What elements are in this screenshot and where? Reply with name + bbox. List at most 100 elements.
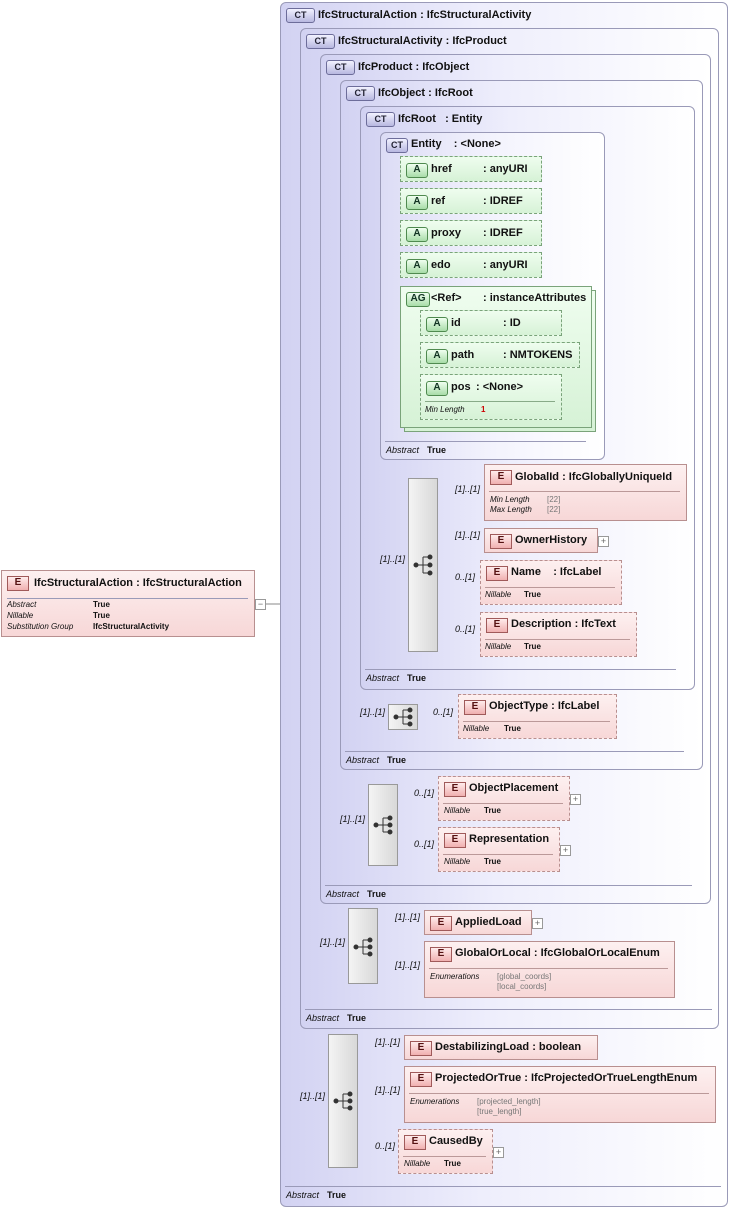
element-destabilizingload[interactable]: E DestabilizingLoad : boolean [404, 1035, 598, 1060]
element-icon: E [404, 1135, 426, 1150]
collapse-icon[interactable]: − [255, 599, 266, 610]
expand-icon[interactable]: + [560, 845, 571, 856]
attribute-type: : <None> [476, 381, 524, 393]
attribute-group-icon: AG [406, 292, 430, 307]
enum-value: [projected_length] [477, 1097, 541, 1106]
prop-nillable-label: Nillable [404, 1159, 431, 1168]
attribute-icon: A [426, 381, 448, 396]
prop-subst-label: Substitution Group [7, 622, 74, 631]
prop-minlength-label: Min Length [490, 495, 530, 504]
attribute-ref[interactable]: A ref : IDREF [400, 188, 542, 214]
element-icon: E [464, 700, 486, 715]
type-base: : IfcProduct [445, 35, 507, 47]
cardinality-label: [1]..[1] [375, 1037, 401, 1047]
element-name: ProjectedOrTrue [435, 1072, 522, 1084]
abstract-label: Abstract [326, 889, 360, 899]
abstract-value: True [367, 889, 387, 899]
type-base: : <None> [453, 138, 501, 150]
prop-nillable-value: True [524, 642, 541, 651]
sequence-compositor-ifcroot[interactable] [408, 478, 438, 652]
prop-minlength-value: [22] [547, 495, 561, 504]
element-globalid[interactable]: E GlobalId : IfcGloballyUniqueId Min Len… [484, 464, 687, 521]
prop-nillable-label: Nillable [485, 642, 512, 651]
abstract-label: Abstract [386, 445, 420, 455]
element-name: ObjectPlacement [469, 782, 559, 794]
type-name: IfcStructuralActivity [338, 35, 443, 47]
root-type: : IfcStructuralAction [136, 577, 242, 589]
expand-icon[interactable]: + [493, 1147, 504, 1158]
cardinality-label: [1]..[1] [380, 554, 406, 564]
element-representation[interactable]: E Representation Nillable True [438, 827, 560, 872]
element-icon: E [430, 947, 452, 962]
attribute-group-name: <Ref> [431, 292, 462, 304]
element-name: Name [511, 566, 541, 578]
type-base: : IfcRoot [428, 87, 473, 99]
element-type: : IfcGlobalOrLocalEnum [533, 947, 660, 959]
cardinality-label: [1]..[1] [395, 912, 421, 922]
complex-type-icon: CT [346, 86, 375, 101]
type-name: IfcStructuralAction [318, 9, 418, 21]
element-objectplacement[interactable]: E ObjectPlacement Nillable True [438, 776, 570, 821]
abstract-label: Abstract [346, 755, 380, 765]
sequence-compositor-ifcstructuralactivity[interactable] [348, 908, 378, 984]
attribute-group-type: : instanceAttributes [483, 292, 587, 304]
element-icon: E [444, 833, 466, 848]
type-base: : IfcObject [415, 61, 470, 73]
element-name: GlobalOrLocal [455, 947, 531, 959]
abstract-value: True [407, 673, 427, 683]
type-name: IfcRoot [398, 113, 436, 125]
element-globalorlocal[interactable]: E GlobalOrLocal : IfcGlobalOrLocalEnum E… [424, 941, 675, 998]
attribute-id[interactable]: A id : ID [420, 310, 562, 336]
sequence-compositor-ifcstructuralaction[interactable] [328, 1034, 358, 1168]
element-name: GlobalId [515, 471, 559, 483]
root-element-box[interactable]: E IfcStructuralAction : IfcStructuralAct… [1, 570, 255, 637]
attribute-icon: A [426, 349, 448, 364]
complex-type-icon: CT [386, 138, 408, 153]
attribute-type: : anyURI [483, 163, 528, 175]
attribute-pos[interactable]: A pos : <None> Min Length 1 [420, 374, 562, 420]
attribute-name: pos [451, 381, 471, 393]
attribute-name: id [451, 317, 461, 329]
type-name: IfcProduct [358, 61, 413, 73]
cardinality-label: 0..[1] [455, 624, 476, 634]
sequence-icon [353, 937, 373, 957]
element-name: OwnerHistory [515, 534, 588, 546]
expand-icon[interactable]: + [598, 536, 609, 547]
abstract-value: True [387, 755, 407, 765]
attribute-icon: A [406, 227, 428, 242]
element-name-ifclabel[interactable]: E Name : IfcLabel Nillable True [480, 560, 622, 605]
sequence-icon [393, 707, 413, 727]
prop-nillable-label: Nillable [463, 724, 490, 733]
enum-value: [global_coords] [497, 972, 552, 981]
expand-icon[interactable]: + [570, 794, 581, 805]
expand-icon[interactable]: + [532, 918, 543, 929]
element-description[interactable]: E Description : IfcText Nillable True [480, 612, 637, 657]
attribute-href[interactable]: A href : anyURI [400, 156, 542, 182]
attribute-name: edo [431, 259, 451, 271]
prop-nillable-value: True [444, 1159, 461, 1168]
element-objecttype[interactable]: E ObjectType : IfcLabel Nillable True [458, 694, 617, 739]
element-type: : IfcLabel [551, 700, 600, 712]
element-causedby[interactable]: E CausedBy Nillable True [398, 1129, 493, 1174]
element-appliedload[interactable]: E AppliedLoad [424, 910, 532, 935]
abstract-label: Abstract [366, 673, 400, 683]
attribute-proxy[interactable]: A proxy : IDREF [400, 220, 542, 246]
sequence-compositor-ifcproduct[interactable] [368, 784, 398, 866]
root-name: IfcStructuralAction [34, 577, 134, 589]
cardinality-label: 0..[1] [375, 1141, 396, 1151]
sequence-compositor-ifcobject[interactable] [388, 704, 418, 730]
cardinality-label: [1]..[1] [395, 960, 421, 970]
attribute-type: : NMTOKENS [503, 349, 573, 361]
type-base: : IfcStructuralActivity [420, 9, 532, 21]
element-icon: E [486, 618, 508, 633]
element-type: : IfcLabel [553, 566, 602, 578]
attribute-edo[interactable]: A edo : anyURI [400, 252, 542, 278]
cardinality-label: [1]..[1] [320, 937, 346, 947]
element-type: : IfcGloballyUniqueId [562, 471, 673, 483]
element-ownerhistory[interactable]: E OwnerHistory [484, 528, 598, 553]
prop-nillable-value: True [484, 857, 501, 866]
element-projectedortrue[interactable]: E ProjectedOrTrue : IfcProjectedOrTrueLe… [404, 1066, 716, 1123]
attribute-path[interactable]: A path : NMTOKENS [420, 342, 580, 368]
attribute-name: proxy [431, 227, 461, 239]
cardinality-label: [1]..[1] [340, 814, 366, 824]
